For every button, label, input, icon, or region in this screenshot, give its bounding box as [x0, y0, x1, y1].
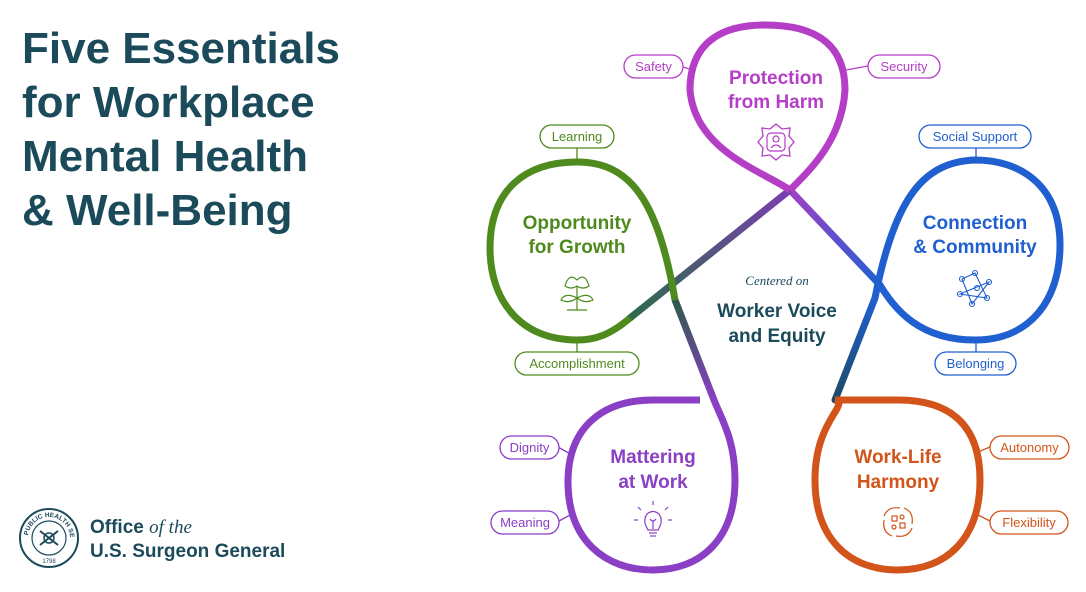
- swirl-icon: [883, 507, 913, 537]
- connection-loop: [871, 156, 1064, 344]
- connection-title-1: Connection: [923, 213, 1028, 234]
- centered-on-label: Centered on: [745, 273, 808, 288]
- tag-belonging: [934, 351, 1017, 376]
- flower-icon: [560, 276, 594, 311]
- connection-title-2: & Community: [913, 237, 1037, 258]
- seal-icon: PUBLIC HEALTH SERVICE 1798: [18, 507, 79, 568]
- center-title-2: and Equity: [728, 326, 826, 347]
- tag-safety-label: Safety: [635, 59, 672, 74]
- connector-connection-worklife: [831, 294, 879, 404]
- tag-accomplishment-label: Accomplishment: [529, 356, 625, 371]
- tag-dignity-label: Dignity: [510, 440, 550, 455]
- center-title-1: Worker Voice: [717, 301, 837, 322]
- tag-safety: [623, 54, 684, 79]
- growth-title-2: for Growth: [528, 237, 625, 258]
- worklife-title-2: Harmony: [857, 472, 940, 493]
- connector-protection-growth: [626, 186, 794, 322]
- title-line-2: for Workplace: [22, 78, 315, 127]
- tag-security-label: Security: [881, 59, 928, 74]
- network-icon: [956, 269, 993, 308]
- lightbulb-icon: [634, 501, 672, 537]
- essential-protection: Protection from Harm Safety Security: [623, 21, 941, 193]
- tag-accomplishment: [514, 351, 640, 376]
- surgeon-general-label: U.S. Surgeon General: [90, 541, 286, 562]
- connector-mattering-growth: [671, 296, 718, 404]
- tag-belonging-label: Belonging: [947, 356, 1005, 371]
- tag-social-support: [918, 124, 1032, 149]
- connector-protection-connection: [786, 186, 884, 289]
- growth-title-1: Opportunity: [523, 213, 632, 234]
- center-label: Centered on Worker Voice and Equity: [717, 273, 837, 347]
- tag-social-support-label: Social Support: [933, 129, 1018, 144]
- essential-connection: Connection & Community Social Support Be…: [871, 124, 1064, 376]
- tag-meaning-label: Meaning: [500, 515, 550, 530]
- protection-title-2: from Harm: [728, 92, 824, 113]
- title-line-1: Five Essentials: [22, 24, 340, 73]
- protection-title-1: Protection: [729, 68, 823, 89]
- tag-autonomy: [989, 435, 1070, 460]
- of-the-label: of the: [149, 517, 192, 538]
- essential-growth: Opportunity for Growth Learning Accompli…: [486, 124, 679, 376]
- mattering-loop: [564, 396, 739, 574]
- page-title: Five Essentials for Workplace Mental Hea…: [22, 22, 442, 238]
- title-line-4: & Well-Being: [22, 186, 293, 235]
- essential-worklife: Work-Life Harmony Autonomy Flexibility: [811, 396, 1070, 574]
- title-line-3: Mental Health: [22, 132, 309, 181]
- tag-learning-label: Learning: [552, 129, 603, 144]
- seal-year: 1798: [42, 559, 56, 565]
- tag-security: [867, 54, 941, 79]
- tag-flexibility-label: Flexibility: [1002, 515, 1056, 530]
- worklife-loop: [811, 396, 984, 574]
- office-name: Office of the U.S. Surgeon General: [90, 516, 285, 564]
- tag-meaning: [490, 510, 560, 535]
- tag-autonomy-label: Autonomy: [1000, 440, 1059, 455]
- protection-loop: [686, 21, 849, 193]
- mattering-title-1: Mattering: [610, 447, 696, 468]
- tag-flexibility: [989, 510, 1069, 535]
- surgeon-general-logo: PUBLIC HEALTH SERVICE 1798 Office of the…: [18, 507, 338, 573]
- office-label: Office: [90, 517, 144, 538]
- tag-learning: [539, 124, 615, 149]
- worklife-title-1: Work-Life: [854, 447, 941, 468]
- mattering-title-2: at Work: [618, 472, 688, 493]
- tag-dignity: [499, 435, 560, 460]
- person-shield-icon: [757, 123, 795, 161]
- essential-mattering: Mattering at Work Dignity Meaning: [490, 396, 739, 574]
